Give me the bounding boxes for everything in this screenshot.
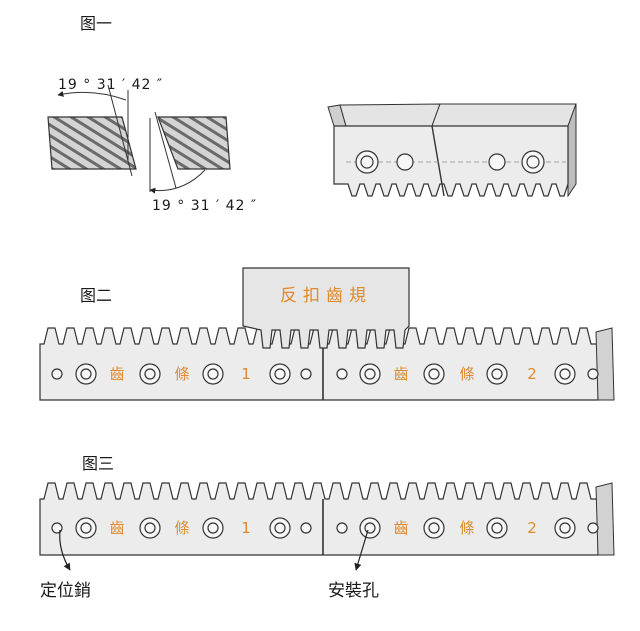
- dowel-pin-hole: [51, 522, 63, 534]
- counterbore-hole-inner: [364, 368, 376, 380]
- reverse-tooth-gauge: 反扣齒規: [242, 267, 410, 349]
- fig3-rack1-number: 1: [241, 519, 251, 537]
- angle-construction-lines: [57, 84, 206, 194]
- fig2-rack1-char2: 條: [174, 365, 189, 383]
- locating-pin-callout: 定位銷: [40, 581, 91, 601]
- helix-angle-bottom-label: 19 ° 31 ′ 42 ″: [152, 198, 258, 214]
- counterbore-hole-inner: [559, 522, 571, 534]
- dowel-pin-hole: [587, 368, 599, 380]
- fig2-rack2-number: 2: [527, 365, 537, 383]
- figure-3-title: 图三: [82, 454, 115, 473]
- helix-angle-top-label: 19 ° 31 ′ 42 ″: [58, 77, 164, 93]
- figure-2-title: 图二: [80, 286, 113, 305]
- fig3-rack-labels: 齒 條 1 齒 條 2: [109, 519, 536, 537]
- counterbore-hole-inner: [274, 522, 286, 534]
- fig3-rack1-char2: 條: [174, 519, 189, 537]
- counterbore-hole-inner: [364, 522, 376, 534]
- fig3-rack2-number: 2: [527, 519, 537, 537]
- fig3-rack1-char1: 齒: [109, 519, 124, 537]
- dowel-pin-hole: [336, 368, 348, 380]
- counterbore-hole-inner: [144, 368, 156, 380]
- fig3-rack2-char2: 條: [459, 519, 474, 537]
- counterbore-hole-inner: [144, 522, 156, 534]
- helical-section-left: [47, 116, 137, 170]
- fig3-rack-assembly: [39, 482, 615, 556]
- gauge-label: 反扣齒規: [280, 286, 372, 306]
- fig2-mounting-holes: [51, 363, 599, 385]
- counterbore-hole-inner: [428, 522, 440, 534]
- counterbore-hole-inner: [207, 522, 219, 534]
- counterbore-hole-inner: [491, 522, 503, 534]
- dowel-pin-hole: [51, 368, 63, 380]
- counterbore-hole-inner: [559, 368, 571, 380]
- counterbore-hole-inner: [80, 368, 92, 380]
- counterbore-hole-inner: [207, 368, 219, 380]
- counterbore-hole-inner: [491, 368, 503, 380]
- fig2-rack2-char2: 條: [459, 365, 474, 383]
- fig3-rack2-char1: 齒: [393, 519, 408, 537]
- counterbore-hole-inner: [274, 368, 286, 380]
- dowel-pin-hole: [300, 368, 312, 380]
- figure-1-title: 图一: [80, 14, 113, 33]
- dowel-pin-hole: [587, 522, 599, 534]
- dowel-pin-hole: [300, 522, 312, 534]
- counterbore-hole-inner: [80, 522, 92, 534]
- fig2-rack-labels: 齒 條 1 齒 條 2: [109, 365, 536, 383]
- helical-section-right: [157, 116, 231, 170]
- fig2-rack2-char1: 齒: [393, 365, 408, 383]
- fig2-rack1-number: 1: [241, 365, 251, 383]
- callout-leader-lines: [59, 529, 369, 571]
- rack-joint-3d-view: [327, 103, 577, 198]
- fig3-mounting-holes: [51, 517, 599, 539]
- dowel-pin-hole: [336, 522, 348, 534]
- fig2-rack1-char1: 齒: [109, 365, 124, 383]
- counterbore-hole-inner: [428, 368, 440, 380]
- mounting-hole-callout: 安裝孔: [328, 581, 379, 601]
